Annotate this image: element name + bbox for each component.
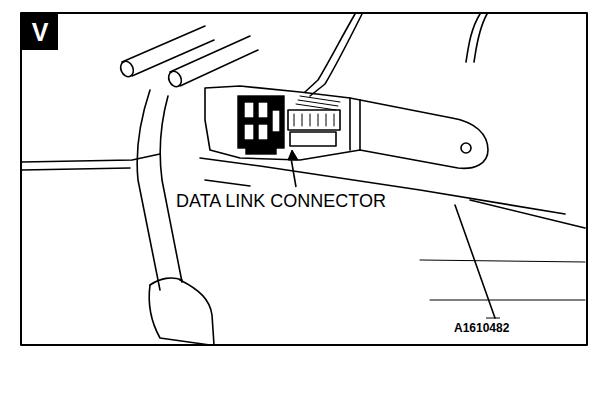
- figure-code: A1610482: [452, 321, 511, 335]
- section-letter: V: [30, 19, 51, 46]
- part-label: DATA LINK CONNECTOR: [174, 191, 388, 211]
